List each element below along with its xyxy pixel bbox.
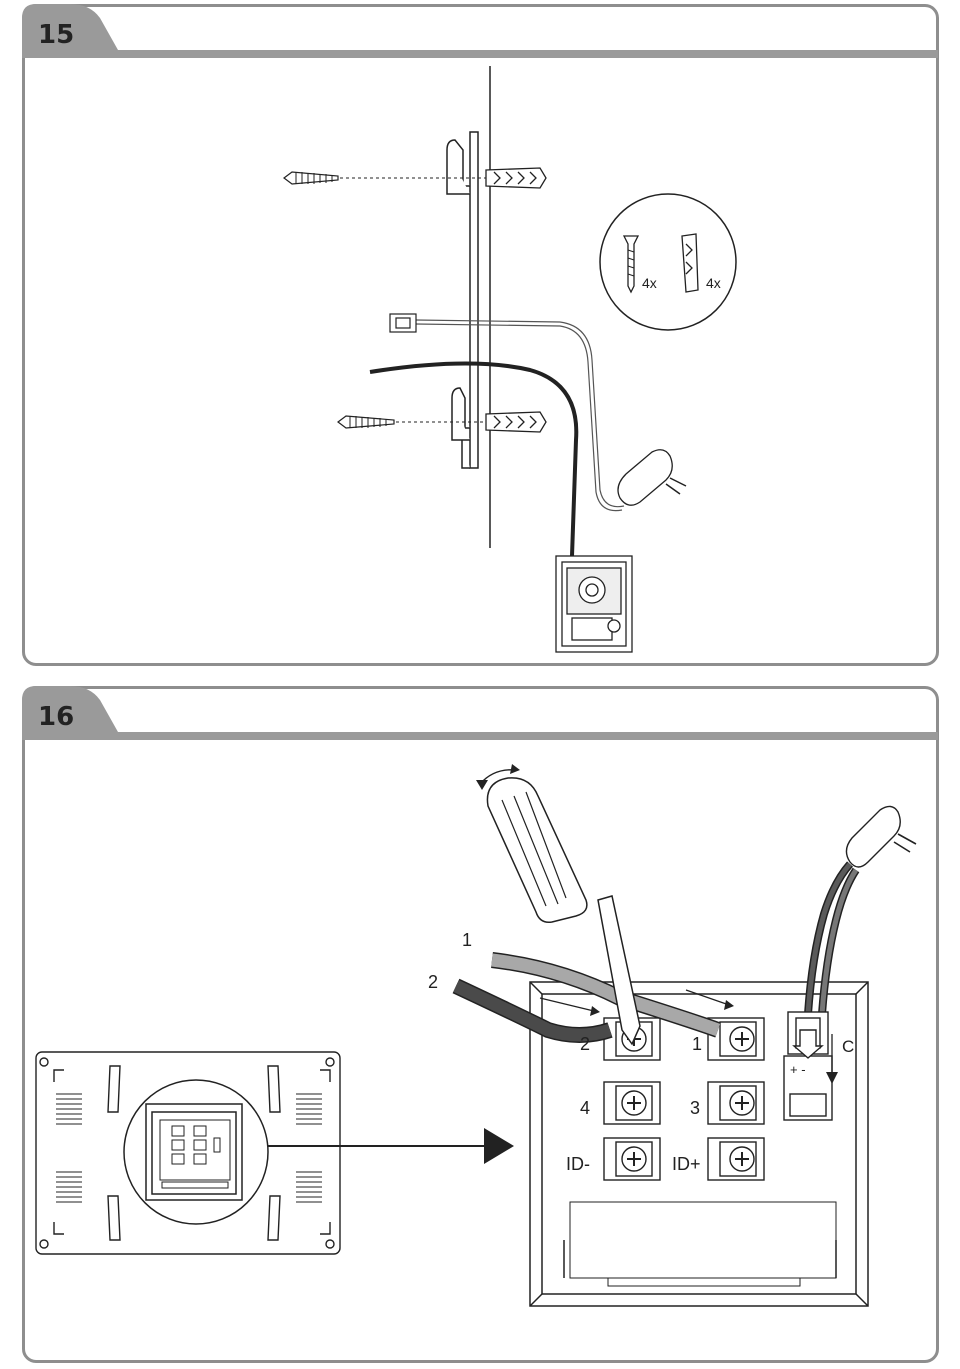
- video-cable: [369, 361, 579, 557]
- screw-top: [283, 171, 339, 185]
- power-adapter: [617, 449, 687, 506]
- power-connector: [783, 861, 860, 1121]
- terminal-label-id-minus: ID-: [566, 1154, 590, 1174]
- insert-arrows: [539, 989, 733, 1013]
- zoom-arrow-head: [484, 1128, 514, 1164]
- wire-label-1: 1: [462, 930, 472, 950]
- polarity-label: + -: [790, 1062, 806, 1077]
- contents-circle: [599, 193, 737, 331]
- wire-2: [453, 980, 613, 1042]
- terminal-4: [603, 1081, 661, 1125]
- terminal-id-minus: [603, 1137, 661, 1181]
- terminal-label-id-plus: ID+: [672, 1154, 701, 1174]
- step-16-number: 16: [38, 702, 75, 732]
- power-cable: [415, 319, 625, 512]
- terminal-screws: [603, 1017, 765, 1181]
- mounting-bracket: [446, 131, 479, 469]
- small-connector: [389, 313, 417, 333]
- terminal-zoom-circle: [123, 1079, 269, 1225]
- screw-icon: [622, 235, 640, 294]
- wall-anchor-icon: [681, 233, 699, 293]
- terminal-label-1: 1: [692, 1034, 702, 1054]
- terminal-label-4: 4: [580, 1098, 590, 1118]
- anchor-count: 4x: [706, 275, 721, 291]
- terminal-id-plus: [707, 1137, 765, 1181]
- screwdriver: [486, 777, 641, 1046]
- connector-label-c: C: [842, 1037, 854, 1056]
- terminal-3: [707, 1081, 765, 1125]
- screw-bottom: [337, 415, 395, 429]
- wire-label-2: 2: [428, 972, 438, 992]
- terminal-label-3: 3: [690, 1098, 700, 1118]
- screw-count: 4x: [642, 275, 657, 291]
- door-station: [555, 555, 633, 653]
- adapter-16: [845, 805, 917, 868]
- wall-anchor-top: [485, 167, 547, 189]
- terminal-label-2: 2: [580, 1034, 590, 1054]
- wall-anchor-bottom: [485, 411, 547, 433]
- step-15-panel: [22, 4, 939, 666]
- step-15-number: 15: [38, 20, 75, 50]
